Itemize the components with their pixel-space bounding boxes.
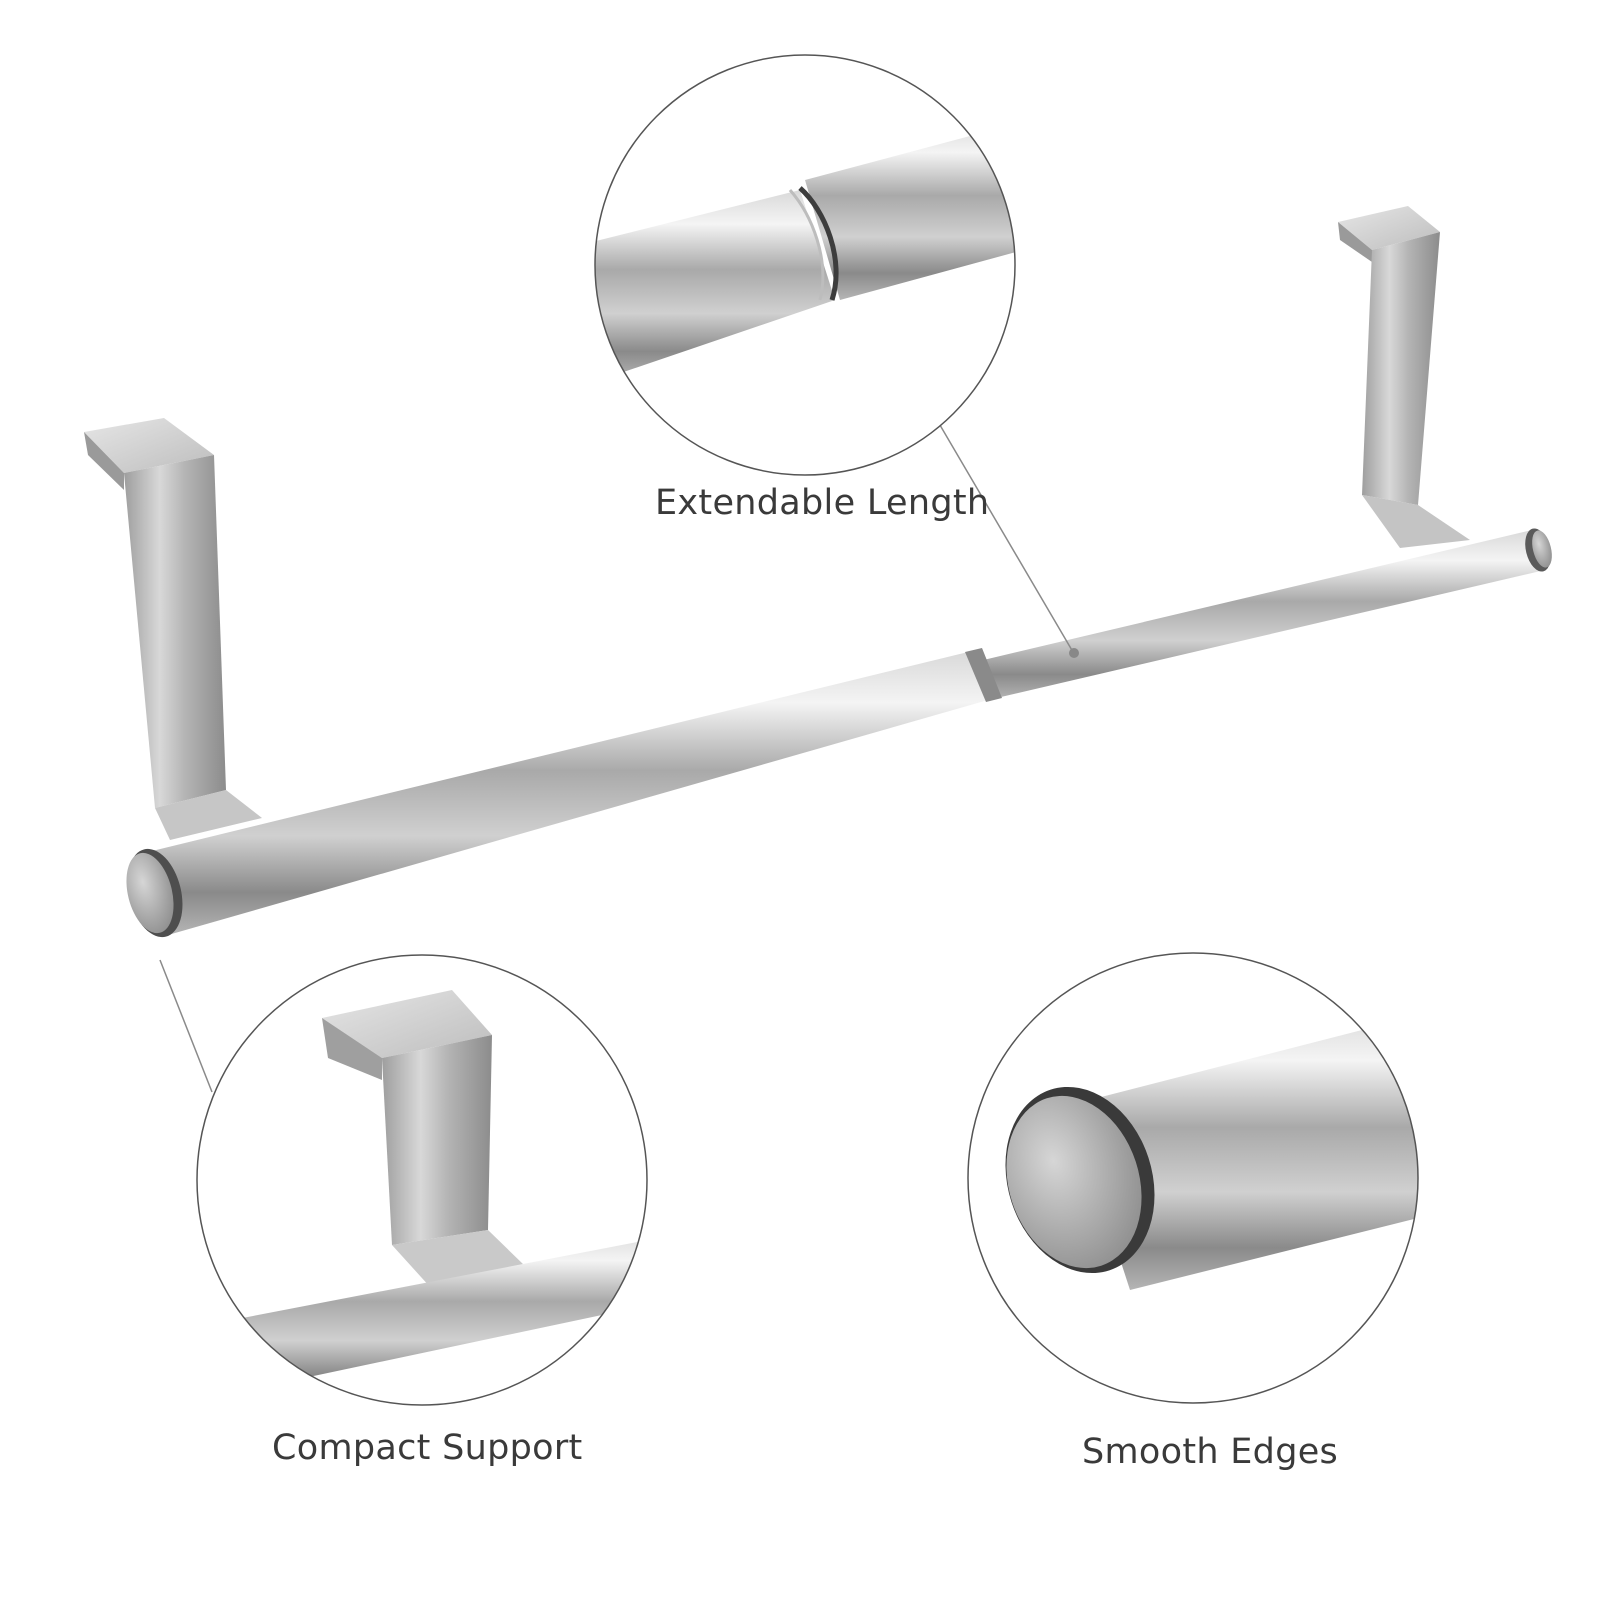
detail-circle-extendable [594, 54, 1016, 476]
towel-bar-main [84, 206, 1552, 938]
towel-rod [126, 528, 1552, 938]
caption-extendable-length: Extendable Length [655, 483, 990, 523]
callout-dot [1069, 648, 1079, 658]
right-hook-bracket [1338, 206, 1470, 548]
detail-circle-compact [196, 954, 648, 1406]
left-hook-bracket [84, 418, 262, 840]
detail-circle-smooth [967, 952, 1419, 1404]
caption-compact-support: Compact Support [272, 1428, 583, 1468]
callout-lines [159, 419, 1074, 1093]
caption-smooth-edges: Smooth Edges [1082, 1432, 1339, 1472]
